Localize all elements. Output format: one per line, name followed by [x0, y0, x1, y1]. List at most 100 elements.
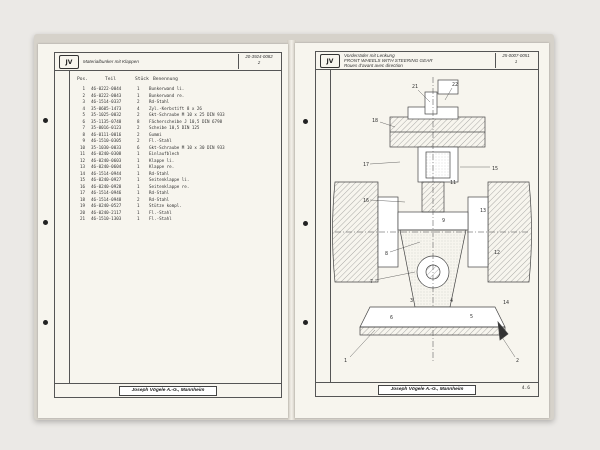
part-pos: 10 [79, 144, 85, 150]
callout-8: 8 [385, 251, 388, 257]
right-doc-number: 25-0007-0051 [502, 53, 530, 58]
callout-9: 9 [442, 218, 445, 224]
left-page: JV Materialbunker mit Klappen 20-3924-00… [38, 44, 288, 418]
right-drawing-frame: JV Vorderräder mit Lenkung FRONT WHEELS … [315, 51, 539, 397]
book-spine [287, 40, 296, 420]
part-qty: 4 [137, 105, 140, 111]
part-desc: Seitenklappe re. [149, 183, 190, 189]
part-pos: 5 [82, 112, 85, 117]
part-qty: 2 [137, 125, 140, 130]
right-tire [467, 181, 532, 283]
part-pos: 11 [79, 151, 85, 156]
part-desc: Rd-Stahl [149, 99, 170, 104]
part-desc: Scheibe 10,5 DIN 125 [149, 125, 200, 130]
part-pos: 9 [82, 138, 85, 143]
right-header: JV Vorderräder mit Lenkung FRONT WHEELS … [316, 52, 538, 70]
part-qty: 1 [137, 183, 140, 189]
punch-hole [303, 119, 308, 124]
part-number: 35-0016-0123 [91, 125, 122, 130]
part-number: 35-1025-0032 [91, 112, 122, 117]
left-footer: Joseph Vögele A.-G., Mannheim [55, 383, 281, 397]
right-page: JV Vorderräder mit Lenkung FRONT WHEELS … [295, 43, 549, 418]
part-qty: 1 [137, 177, 140, 182]
part-number: 35-1030-0033 [91, 144, 122, 150]
part-qty: 1 [137, 170, 140, 176]
part-qty: 1 [137, 190, 140, 195]
callout-5: 5 [470, 314, 473, 320]
part-pos: 8 [82, 131, 85, 137]
right-doc-number-box: 25-0007-0051 1 [495, 53, 536, 68]
punch-hole [303, 221, 308, 226]
part-qty: 1 [137, 216, 140, 221]
part-desc: Einlaufblech [149, 151, 180, 156]
left-header: JV Materialbunker mit Klappen 20-3924-00… [55, 53, 281, 71]
part-qty: 1 [137, 209, 140, 215]
part-row: 5 35-1025-0032 2 Gkt-Schraube M 10 x 25 DIN… [69, 112, 274, 119]
part-qty: 2 [137, 196, 140, 202]
callout-11: 11 [450, 180, 456, 186]
part-desc: Bunkerwand li. [149, 86, 185, 91]
part-qty: 2 [137, 131, 140, 137]
part-number: 46-1510-0305 [91, 138, 122, 143]
col-part-header: Teil [105, 77, 117, 82]
part-desc: Rd-Stahl [149, 190, 170, 195]
left-doc-number-box: 20-3924-0082 2 [238, 54, 279, 69]
part-desc: Rd-Stahl [149, 170, 170, 176]
part-row: 16 46-0240-0928 1 Seitenklappe re. [69, 184, 274, 191]
part-desc: Fl.-Stahl [149, 138, 172, 143]
punch-hole [303, 320, 308, 325]
part-pos: 19 [79, 203, 85, 208]
left-doc-number: 20-3924-0082 [245, 54, 273, 59]
part-desc: Gkt-Schraube M 10 x 25 DIN 933 [149, 112, 225, 117]
left-footer-company: Joseph Vögele A.-G., Mannheim [119, 386, 217, 396]
callout-7: 7 [370, 279, 373, 285]
part-pos: 3 [82, 99, 85, 104]
left-page-title: Materialbunker mit Klappen [83, 59, 139, 64]
part-number: 46-0111-0016 [91, 131, 122, 137]
right-sheet-number: 1 [514, 59, 518, 64]
part-number: 46-1514-0948 [91, 196, 122, 202]
part-number: 46-0240-0604 [91, 164, 122, 169]
callout-22: 22 [452, 82, 458, 88]
callout-6: 6 [390, 315, 393, 321]
part-number: 46-0240-0928 [91, 183, 122, 189]
part-desc: Bunkerwand re. [149, 92, 185, 98]
callout-21: 21 [412, 84, 418, 90]
part-pos: 15 [79, 177, 85, 182]
title-german: Vorderräder mit Lenkung [344, 53, 395, 58]
part-number: 46-0240-0308 [91, 151, 122, 156]
col-desc-header: Benennung [153, 77, 178, 82]
part-number: 46-1514-0944 [91, 170, 122, 176]
callout-1: 1 [344, 358, 347, 364]
part-pos: 1 [82, 86, 85, 91]
punch-hole [43, 118, 48, 123]
part-number: 46-0240-0603 [91, 157, 122, 163]
steering-housing [389, 79, 486, 183]
part-desc: Zyl.-Kerbstift 8 x 26 [149, 105, 202, 111]
part-number: 46-1514-0337 [91, 99, 122, 104]
company-logo: JV [320, 54, 340, 68]
col-qty-header: Stück [135, 77, 149, 82]
callout-18: 18 [372, 118, 378, 124]
part-pos: 6 [82, 118, 85, 124]
part-qty: 1 [137, 203, 140, 208]
right-margin-rule [316, 69, 331, 383]
part-pos: 4 [82, 105, 85, 111]
part-desc: Gummi [149, 131, 162, 137]
part-qty: 2 [137, 112, 140, 117]
part-pos: 17 [79, 190, 85, 195]
part-pos: 16 [79, 183, 85, 189]
callout-3: 3 [410, 298, 413, 304]
